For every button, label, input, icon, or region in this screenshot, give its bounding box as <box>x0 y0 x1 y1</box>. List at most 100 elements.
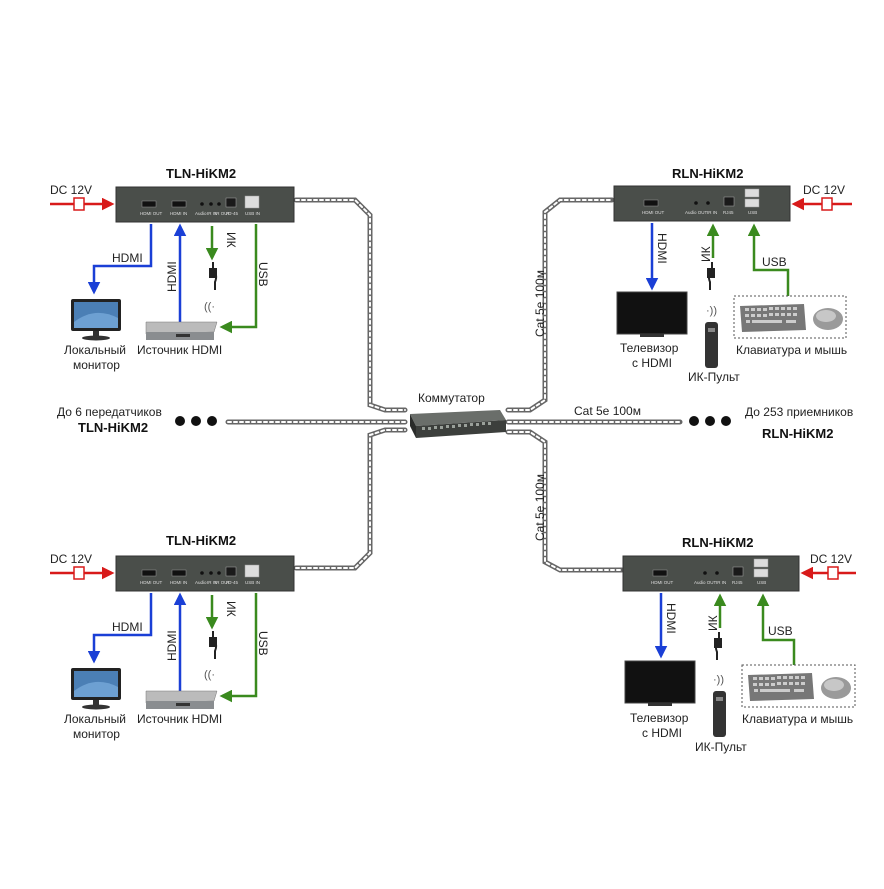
tx-ir-label: ИК <box>224 601 238 617</box>
tx-port-label: RJ-45 <box>226 580 239 585</box>
tx-model-label: TLN-HiKM2 <box>166 166 236 181</box>
rx-usb-label: USB <box>762 255 787 269</box>
tx-port-label: Audio <box>195 580 207 585</box>
hdmi-source-icon <box>145 321 218 340</box>
tx-port-label: HDMI OUT <box>140 580 162 585</box>
tx-hdmi-in-label: HDMI <box>165 261 179 292</box>
tx-port-label: USB IN <box>245 580 260 585</box>
monitor-label-line2: монитор <box>73 727 120 741</box>
cable-label-rx-bottom: Cat 5e 100м <box>533 474 547 541</box>
rx-model-label: RLN-HiKM2 <box>672 166 744 181</box>
tx-ir-label: ИК <box>224 232 238 248</box>
rx-usb-label: USB <box>768 624 793 638</box>
rx-usb-arrow <box>756 593 796 665</box>
ir-remote-icon <box>713 691 726 737</box>
keyboard-icon <box>748 673 814 701</box>
receiver-top: RLN-HiKM2 HDMI OUT Audio OUT IR IN RJ45 … <box>613 166 852 384</box>
cable-label-rx-more: Cat 5e 100м <box>574 404 641 418</box>
rx-usb-arrow <box>747 223 790 296</box>
tv-icon <box>616 291 688 337</box>
more-tx-line1: До 6 передатчиков <box>57 405 162 419</box>
rx-ir-label: ИК <box>706 615 720 631</box>
receiver-bottom: RLN-HiKM2 HDMI OUT Audio OUT IR IN RJ45 … <box>622 535 856 754</box>
cable-rx-bottom <box>505 429 625 573</box>
tx-usb-label: USB <box>256 631 270 656</box>
tx-port-label: USB IN <box>245 211 260 216</box>
tx-port-label: Audio <box>195 211 207 216</box>
tx-hdmi-out-label: HDMI <box>112 620 143 634</box>
rx-port-label: USB <box>748 210 757 215</box>
rx-port-label: RJ45 <box>723 210 734 215</box>
tx-port-label: IR IN <box>207 211 217 216</box>
more-tx-dots <box>175 416 217 426</box>
tx-port-label: RJ-45 <box>226 211 239 216</box>
more-rx-line1: До 253 приемников <box>745 405 853 419</box>
tx-usb-label: USB <box>256 262 270 287</box>
monitor-icon <box>71 299 121 341</box>
rx-power-label: DC 12V <box>803 183 845 197</box>
switch-label: Коммутатор <box>418 391 485 405</box>
monitor-icon <box>71 668 121 710</box>
tv-label-line1: Телевизор <box>620 341 679 355</box>
ir-sensor-icon <box>209 637 217 647</box>
ir-sensor-icon <box>714 638 722 648</box>
transmitter-bottom: TLN-HiKM2 HDMI OUT HDMI IN Audio IR IN I… <box>50 533 295 741</box>
cable-tx-bottom <box>293 427 408 571</box>
source-label: Источник HDMI <box>137 712 222 726</box>
network-switch: Коммутатор <box>410 391 506 438</box>
remote-label: ИК-Пульт <box>695 740 747 754</box>
rx-port-label: USB <box>757 580 766 585</box>
tx-usb-arrow <box>219 593 258 703</box>
mouse-icon <box>813 308 843 330</box>
remote-label: ИК-Пульт <box>688 370 740 384</box>
tx-port-label: HDMI IN <box>170 211 187 216</box>
more-tx-line2: TLN-HiKM2 <box>78 420 148 435</box>
transmitter-top: TLN-HiKM2 HDMI OUT HDMI IN Audio IR IN I… <box>50 166 295 372</box>
hdmi-source-icon <box>145 690 218 709</box>
tx-port-label: HDMI IN <box>170 580 187 585</box>
ir-remote-icon <box>705 322 718 368</box>
tx-hdmi-out-arrow <box>87 593 153 664</box>
tx-model-label: TLN-HiKM2 <box>166 533 236 548</box>
tv-icon <box>624 660 696 706</box>
tx-port-label: IR OUT <box>215 580 231 585</box>
cable-tx-top <box>293 197 408 413</box>
rx-port-label: Audio OUT <box>694 580 717 585</box>
tx-port-label: IR IN <box>207 580 217 585</box>
power-plug-icon <box>73 197 85 211</box>
cable-rx-top <box>505 197 615 413</box>
tx-power-label: DC 12V <box>50 183 92 197</box>
tx-hdmi-in-label: HDMI <box>165 630 179 661</box>
rx-model-label: RLN-HiKM2 <box>682 535 754 550</box>
rx-power-label: DC 12V <box>810 552 852 566</box>
monitor-label-line1: Локальный <box>64 343 126 357</box>
rx-device-body <box>613 185 791 222</box>
rx-port-label: RJ45 <box>732 580 743 585</box>
cable-label-rx-top: Cat 5e 100м <box>533 270 547 337</box>
more-rx-line2: RLN-HiKM2 <box>762 426 834 441</box>
power-plug-icon <box>827 566 839 580</box>
monitor-label-line2: монитор <box>73 358 120 372</box>
cable-network <box>225 197 683 573</box>
wifi-icon: ((· <box>204 669 215 681</box>
wifi-icon: ((· <box>204 301 215 313</box>
source-label: Источник HDMI <box>137 343 222 357</box>
power-plug-icon <box>821 197 833 211</box>
mouse-icon <box>821 677 851 699</box>
tx-port-label: IR OUT <box>215 211 231 216</box>
tx-hdmi-out-label: HDMI <box>112 251 143 265</box>
rx-hdmi-label: HDMI <box>664 603 678 634</box>
ir-sensor-icon <box>707 268 715 278</box>
keyboard-mouse-group <box>733 295 847 339</box>
wifi-icon: ·)) <box>713 674 724 686</box>
kbd-label: Клавиатура и мышь <box>742 712 853 726</box>
more-rx-dots <box>689 416 731 426</box>
rx-port-label: HDMI OUT <box>651 580 673 585</box>
rx-hdmi-label: HDMI <box>655 233 669 264</box>
ir-sensor-icon <box>209 268 217 278</box>
kbd-label: Клавиатура и мышь <box>736 343 847 357</box>
tx-power-label: DC 12V <box>50 552 92 566</box>
tx-usb-arrow <box>219 224 258 334</box>
